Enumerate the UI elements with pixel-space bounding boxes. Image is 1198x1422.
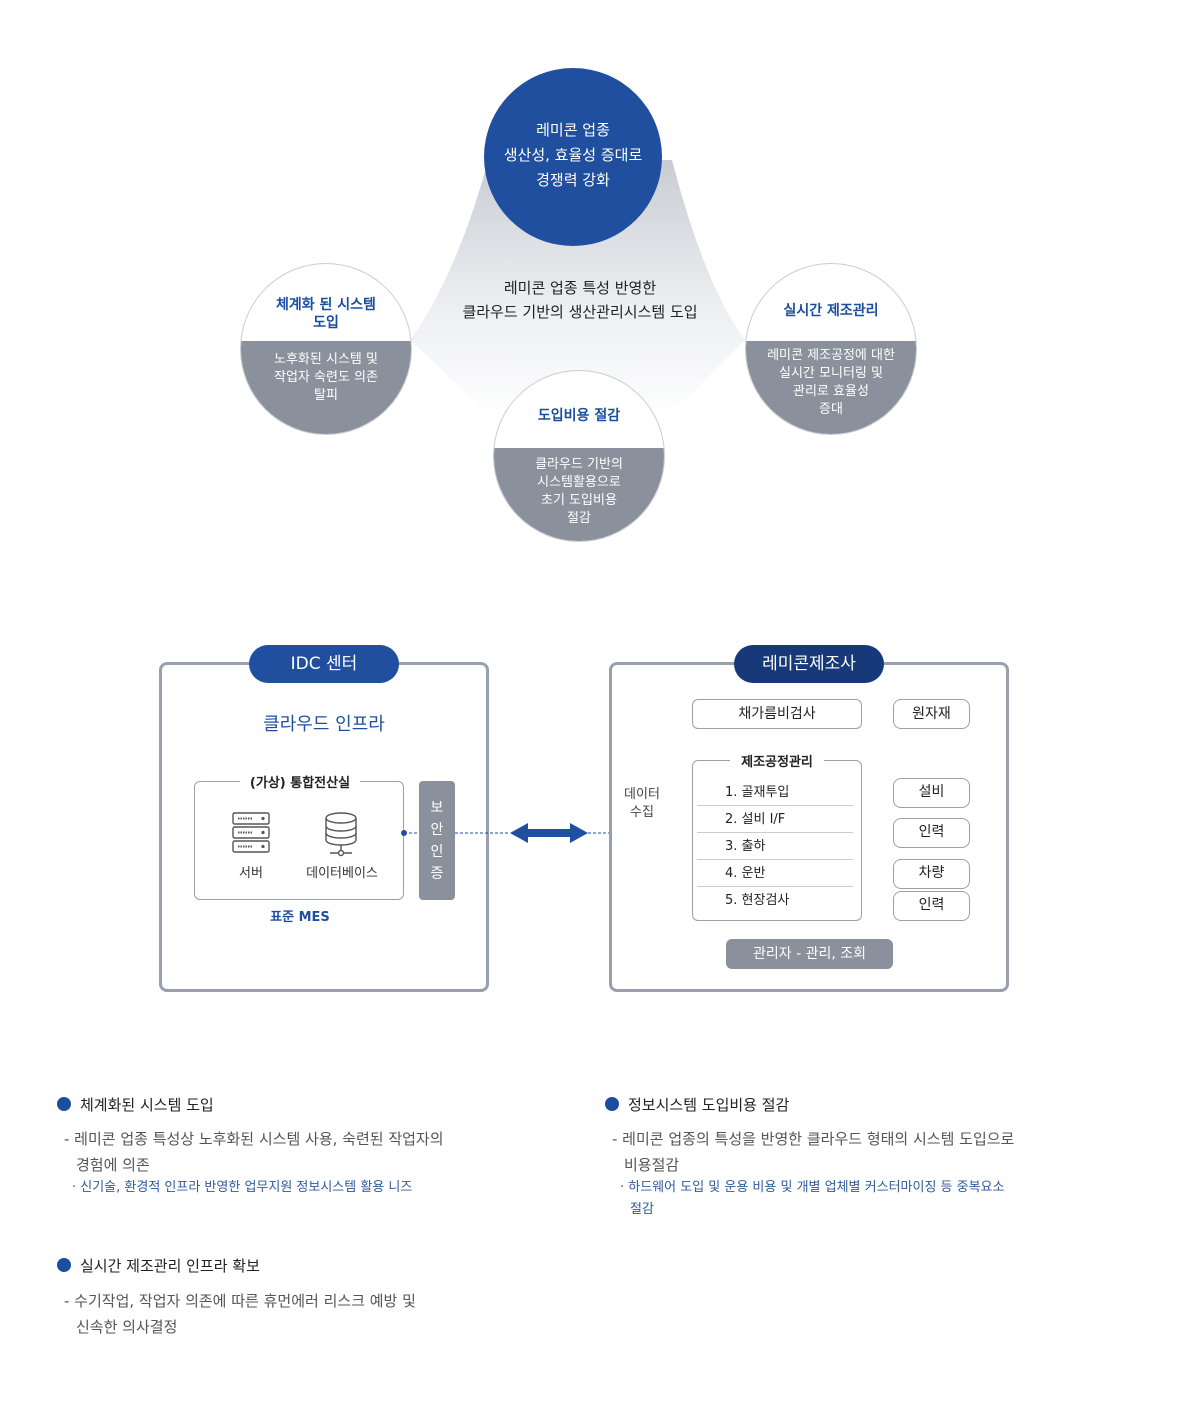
security-char-2: 안 bbox=[430, 822, 444, 838]
security-auth-bar: 보 안 인 증 bbox=[419, 781, 455, 900]
note-sub-line: · 신기술, 환경적 인프라 반영한 업무지원 정보시스템 활용 니즈 bbox=[72, 1180, 413, 1195]
realtime-desc-1: 레미콘 제조공정에 대한 bbox=[767, 348, 895, 363]
cost-desc-1: 클라우드 기반의 bbox=[535, 457, 623, 472]
process-item: 1. 골재투입 bbox=[697, 780, 853, 806]
systematic-desc-2: 작업자 숙련도 의존 bbox=[274, 370, 378, 385]
note-desc-line: - 레미콘 업종 특성상 노후화된 시스템 사용, 숙련된 작업자의 bbox=[64, 1130, 444, 1148]
center-description-line-2: 클라우드 기반의 생산관리시스템 도입 bbox=[462, 303, 698, 321]
sieve-inspection-box: 채가름비검사 bbox=[692, 699, 862, 729]
systematic-desc-1: 노후화된 시스템 및 bbox=[274, 352, 378, 367]
database-icon bbox=[325, 812, 357, 857]
server-label: 서버 bbox=[239, 866, 263, 881]
systematic-title-2: 도입 bbox=[313, 315, 339, 331]
connecting-cone bbox=[410, 160, 745, 420]
systematic-system-circle: 체계화 된 시스템 도입 노후화된 시스템 및 작업자 숙련도 의존 탈피 bbox=[240, 263, 412, 435]
equipment-box: 설비 bbox=[893, 778, 970, 808]
data-collection-label: 데이터 수집 bbox=[614, 786, 670, 822]
data-collection-line-2: 수집 bbox=[630, 805, 654, 820]
note-desc-line: 비용절감 bbox=[624, 1156, 680, 1174]
systematic-title-1: 체계화 된 시스템 bbox=[276, 297, 376, 313]
main-goal-line-2: 생산성, 효율성 증대로 bbox=[503, 146, 643, 164]
realtime-desc-4: 증대 bbox=[819, 402, 843, 417]
factory-header: 레미콘제조사 bbox=[734, 645, 884, 683]
security-char-1: 보 bbox=[430, 800, 444, 816]
process-item: 2. 설비 I/F bbox=[697, 807, 853, 833]
cost-title-1: 도입비용 절감 bbox=[537, 408, 621, 424]
main-goal-line-3: 경쟁력 강화 bbox=[536, 171, 610, 189]
note-desc-line: 신속한 의사결정 bbox=[76, 1318, 178, 1336]
raw-material-box: 원자재 bbox=[893, 699, 970, 729]
security-char-3: 인 bbox=[430, 844, 444, 860]
bullet-icon bbox=[57, 1258, 71, 1272]
cloud-infra-title: 클라우드 인프라 bbox=[263, 714, 385, 735]
bullet-icon bbox=[57, 1097, 71, 1111]
bidirectional-arrow bbox=[510, 823, 588, 843]
security-char-4: 증 bbox=[430, 866, 444, 882]
note-desc-realtime: - 수기작업, 작업자 의존에 따른 휴먼에러 리스크 예방 및 신속한 의사결… bbox=[64, 1288, 534, 1340]
note-desc-systematic: - 레미콘 업종 특성상 노후화된 시스템 사용, 숙련된 작업자의 경험에 의… bbox=[64, 1126, 534, 1178]
note-sub-cost: · 하드웨어 도입 및 운용 비용 및 개별 업체별 커스터마이징 등 중복요소… bbox=[620, 1177, 1180, 1221]
process-item: 3. 출하 bbox=[697, 834, 853, 860]
cost-desc-2: 시스템활용으로 bbox=[537, 475, 621, 490]
process-item: 5. 현장검사 bbox=[725, 893, 790, 908]
process-item: 4. 운반 bbox=[697, 861, 853, 887]
process-management-title: 제조공정관리 bbox=[730, 751, 824, 770]
note-sub-systematic: · 신기술, 환경적 인프라 반영한 업무지원 정보시스템 활용 니즈 bbox=[72, 1177, 542, 1199]
realtime-desc-3: 관리로 효율성 bbox=[793, 384, 869, 399]
admin-badge: 관리자 - 관리, 조회 bbox=[726, 939, 893, 969]
database-label: 데이터베이스 bbox=[306, 866, 378, 881]
note-desc-line: 경험에 의존 bbox=[76, 1156, 150, 1174]
realtime-desc-2: 실시간 모니터링 및 bbox=[779, 366, 883, 381]
cost-reduction-circle: 도입비용 절감 클라우드 기반의 시스템활용으로 초기 도입비용 절감 bbox=[493, 370, 665, 542]
cost-desc-4: 절감 bbox=[567, 511, 591, 526]
data-collection-line-1: 데이터 bbox=[624, 787, 660, 802]
realtime-title-1: 실시간 제조관리 bbox=[783, 303, 879, 319]
virtual-datacenter-label: (가상) 통합전산실 bbox=[240, 772, 360, 791]
note-sub-line: · 하드웨어 도입 및 운용 비용 및 개별 업체별 커스터마이징 등 중복요소 bbox=[620, 1180, 1005, 1195]
top-diagram-background bbox=[410, 160, 745, 420]
manpower-box-2: 인력 bbox=[893, 891, 970, 921]
server-icon bbox=[232, 812, 270, 853]
process-management-box bbox=[692, 760, 862, 921]
realtime-manufacturing-circle: 실시간 제조관리 레미콘 제조공정에 대한 실시간 모니터링 및 관리로 효율성… bbox=[745, 263, 917, 435]
connection-layer bbox=[401, 707, 895, 912]
center-description-line-1: 레미콘 업종 특성 반영한 bbox=[503, 279, 657, 297]
systematic-desc-3: 탈피 bbox=[314, 388, 338, 403]
note-title-cost: 정보시스템 도입비용 절감 bbox=[628, 1096, 790, 1114]
main-goal-line-1: 레미콘 업종 bbox=[536, 121, 610, 139]
vehicle-box: 차량 bbox=[893, 859, 970, 889]
cost-desc-3: 초기 도입비용 bbox=[541, 493, 617, 508]
note-sub-line: 절감 bbox=[630, 1202, 654, 1217]
note-desc-line: - 수기작업, 작업자 의존에 따른 휴먼에러 리스크 예방 및 bbox=[64, 1292, 416, 1310]
center-description: 레미콘 업종 특성 반영한 클라우드 기반의 생산관리시스템 도입 bbox=[420, 276, 740, 324]
standard-mes-label: 표준 MES bbox=[270, 910, 330, 925]
note-title-realtime: 실시간 제조관리 인프라 확보 bbox=[80, 1257, 260, 1275]
note-desc-line: - 레미콘 업종의 특성을 반영한 클라우드 형태의 시스템 도입으로 bbox=[612, 1130, 1015, 1148]
main-goal-circle: 레미콘 업종 생산성, 효율성 증대로 경쟁력 강화 bbox=[484, 68, 662, 246]
bullet-icon bbox=[605, 1097, 619, 1111]
note-title-systematic: 체계화된 시스템 도입 bbox=[80, 1096, 214, 1114]
note-desc-cost: - 레미콘 업종의 특성을 반영한 클라우드 형태의 시스템 도입으로 비용절감 bbox=[612, 1126, 1172, 1178]
idc-center-header: IDC 센터 bbox=[249, 645, 399, 683]
manpower-box: 인력 bbox=[893, 818, 970, 848]
